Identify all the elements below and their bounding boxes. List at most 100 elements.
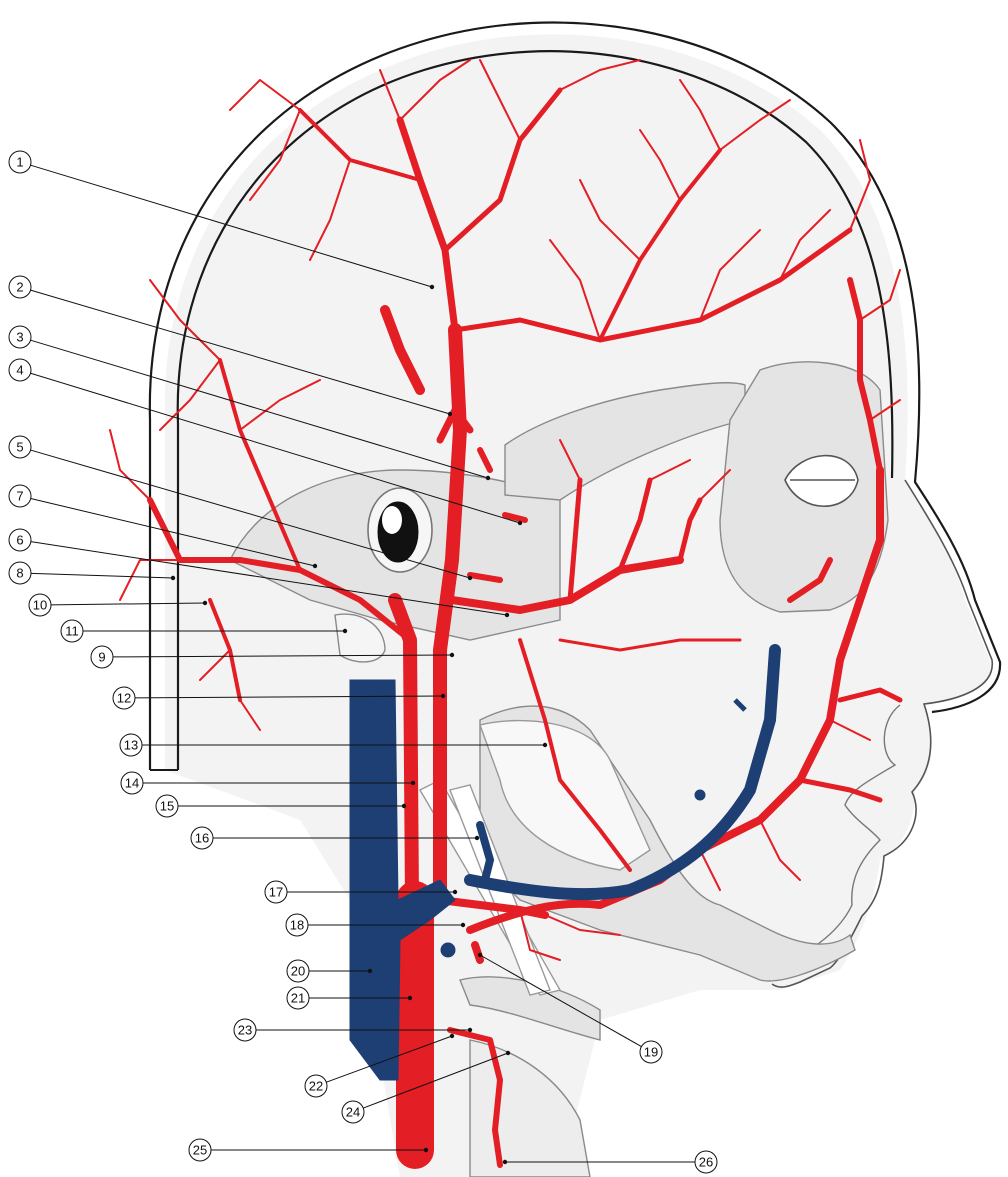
superior-labial-artery: [840, 690, 900, 700]
digastric-muscle: [450, 785, 550, 995]
face-branch: [700, 720, 870, 890]
callout-16: 16: [191, 827, 479, 849]
callout-leader-dot: [506, 1051, 510, 1055]
callout-22: 22: [305, 1034, 454, 1097]
callout-leader-dot: [171, 576, 175, 580]
hyoid-bone: [460, 977, 600, 1040]
callout-number: 18: [290, 918, 304, 933]
inferior-labial-artery: [800, 780, 880, 800]
neck-muscles: [420, 721, 650, 995]
callout-14: 14: [121, 772, 415, 794]
skin-outer-line: [150, 22, 1000, 770]
callout-20: 20: [287, 960, 372, 982]
callout-number: 17: [269, 885, 283, 900]
temporal-branch-back: [300, 110, 420, 180]
scalp-branch: [380, 60, 470, 120]
head-fill: [165, 34, 991, 1177]
temporal-branch-front: [445, 90, 560, 250]
infraorbital-artery: [790, 560, 830, 600]
callout-12: 12: [113, 687, 445, 709]
callout-leader-dot: [503, 1160, 507, 1164]
scalp-branches: [110, 60, 900, 960]
callout-number: 25: [193, 1143, 207, 1158]
callout-leader-line: [31, 573, 173, 578]
callout-19: 19: [478, 953, 662, 1063]
callout-5: 5: [9, 436, 472, 580]
skull-bones: [230, 362, 888, 1177]
callout-leader-dot: [402, 804, 406, 808]
callout-leader-dot: [450, 653, 454, 657]
callout-leader-dot: [450, 1034, 454, 1038]
callout-leader-dot: [468, 576, 472, 580]
callout-leader-line: [326, 1036, 452, 1082]
face-branch: [560, 440, 730, 500]
vein-node: [441, 943, 455, 957]
callout-leader-dot: [518, 521, 522, 525]
callout-number: 4: [16, 363, 23, 378]
zygomatic-arch: [505, 383, 745, 500]
internal-carotid-artery: [395, 600, 412, 900]
scalp-branch: [200, 650, 260, 730]
callout-number: 1: [16, 155, 23, 170]
scalp-branch: [680, 80, 790, 150]
maxillary-artery: [452, 560, 680, 610]
eye-outer: [785, 456, 858, 507]
middle-meningeal-artery: [440, 410, 470, 440]
callout-7: 7: [9, 485, 317, 568]
callout-number: 19: [644, 1045, 658, 1060]
face-profile: [772, 480, 992, 987]
short-artery-a: [480, 450, 490, 470]
callout-9: 9: [91, 646, 454, 668]
callout-2: 2: [9, 276, 452, 416]
styloid-muscle: [420, 780, 560, 995]
callout-17: 17: [265, 881, 457, 903]
posterior-auricular-artery: [220, 360, 300, 570]
deep-temporal-artery: [385, 310, 420, 390]
scalp-branch: [780, 140, 870, 280]
callout-number: 7: [16, 489, 23, 504]
scalp-branch: [580, 130, 680, 260]
callout-leader-line: [480, 955, 641, 1047]
frontal-branch: [600, 150, 720, 340]
callout-8: 8: [9, 562, 175, 584]
internal-jugular-vein: [350, 680, 455, 1080]
maxillary-branch-up: [570, 480, 580, 600]
lips-outline: [780, 705, 900, 965]
callout-26: 26: [503, 1151, 717, 1173]
callout-number: 13: [124, 738, 138, 753]
callout-10: 10: [29, 594, 207, 616]
callout-number: 5: [16, 440, 23, 455]
callout-15: 15: [156, 795, 406, 817]
callout-leader-dot: [448, 412, 452, 416]
facial-artery: [470, 470, 880, 930]
callout-1: 1: [9, 151, 434, 289]
callout-18: 18: [286, 914, 465, 936]
callout-leader-dot: [461, 923, 465, 927]
callout-number: 14: [125, 776, 139, 791]
callout-number: 26: [699, 1155, 713, 1170]
callout-11: 11: [61, 620, 347, 642]
vein-tributary: [735, 700, 745, 710]
inferior-alveolar-artery: [520, 640, 630, 870]
callout-leader-line: [363, 1053, 508, 1108]
callout-leader-dot: [424, 1148, 428, 1152]
callout-number: 22: [309, 1079, 323, 1094]
facial-vein: [470, 650, 775, 894]
mandible: [480, 706, 855, 981]
maxillary-branch-2: [620, 480, 650, 570]
callout-leader-dot: [468, 1028, 472, 1032]
callout-leader-dot: [343, 629, 347, 633]
callout-24: 24: [342, 1051, 510, 1123]
callout-leader-dot: [475, 836, 479, 840]
callout-leader-line: [135, 696, 443, 698]
angular-artery: [850, 280, 880, 470]
callout-leader-line: [31, 499, 315, 566]
short-artery-c: [470, 575, 500, 580]
neck-branch: [520, 910, 620, 960]
temporal-bone: [230, 470, 560, 640]
callout-number: 6: [16, 533, 23, 548]
callout-leader-dot: [411, 781, 415, 785]
superior-thyroid-top: [475, 945, 480, 960]
callout-number: 21: [291, 991, 305, 1006]
